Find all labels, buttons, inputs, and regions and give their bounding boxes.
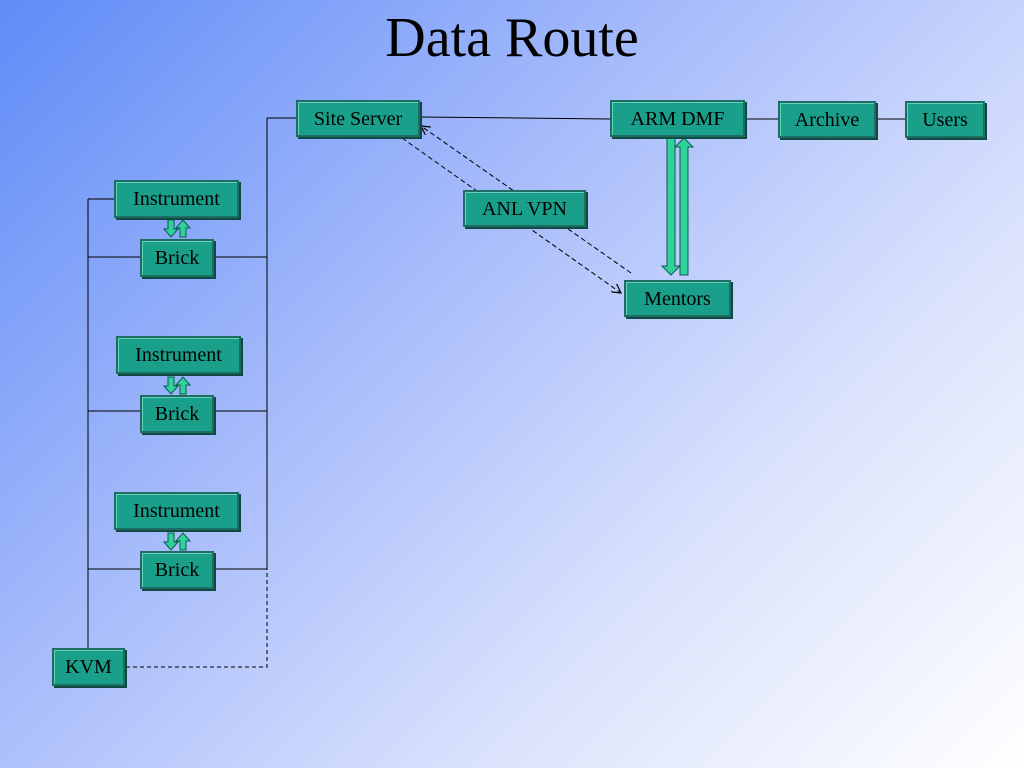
brick-node-2: Brick xyxy=(140,395,214,433)
arm-dmf-node: ARM DMF xyxy=(610,100,745,137)
instrument-label-1: Instrument xyxy=(133,188,220,210)
instrument-brick-arrows-2 xyxy=(162,376,192,395)
site-server-label: Site Server xyxy=(313,107,403,130)
mentors-to-dmf-arrow xyxy=(673,137,695,276)
brick-label-1: Brick xyxy=(154,247,200,269)
instrument-label-2: Instrument xyxy=(135,344,222,366)
arm-dmf-label: ARM DMF xyxy=(630,107,725,130)
anl-vpn-label: ANL VPN xyxy=(481,197,567,220)
kvm-node: KVM xyxy=(52,648,125,686)
mentors-label: Mentors xyxy=(644,287,711,310)
users-node: Users xyxy=(905,101,985,138)
archive-label: Archive xyxy=(794,108,860,131)
site-server-node: Site Server xyxy=(296,100,420,137)
instrument-brick-arrows-1 xyxy=(162,219,192,238)
instrument-node-2: Instrument xyxy=(116,336,241,374)
brick-node-1: Brick xyxy=(140,239,214,277)
page-title: Data Route xyxy=(385,7,639,69)
link-kvm-dashed xyxy=(126,569,268,668)
archive-node: Archive xyxy=(778,101,876,138)
mentors-node: Mentors xyxy=(624,280,731,317)
instrument-label-3: Instrument xyxy=(133,500,220,522)
anl-vpn-node: ANL VPN xyxy=(463,190,586,227)
vpn-arrow-to-mentors xyxy=(401,137,621,293)
dmf-to-mentors-arrow xyxy=(660,137,682,276)
kvm-label: KVM xyxy=(65,656,112,678)
users-label: Users xyxy=(922,108,968,131)
instrument-brick-arrows-3 xyxy=(162,532,192,551)
instrument-node-1: Instrument xyxy=(114,180,239,218)
brick-node-3: Brick xyxy=(140,551,214,589)
instrument-node-3: Instrument xyxy=(114,492,239,530)
brick-label-2: Brick xyxy=(154,403,200,425)
link-server-dmf xyxy=(419,116,611,120)
brick-label-3: Brick xyxy=(154,559,200,581)
